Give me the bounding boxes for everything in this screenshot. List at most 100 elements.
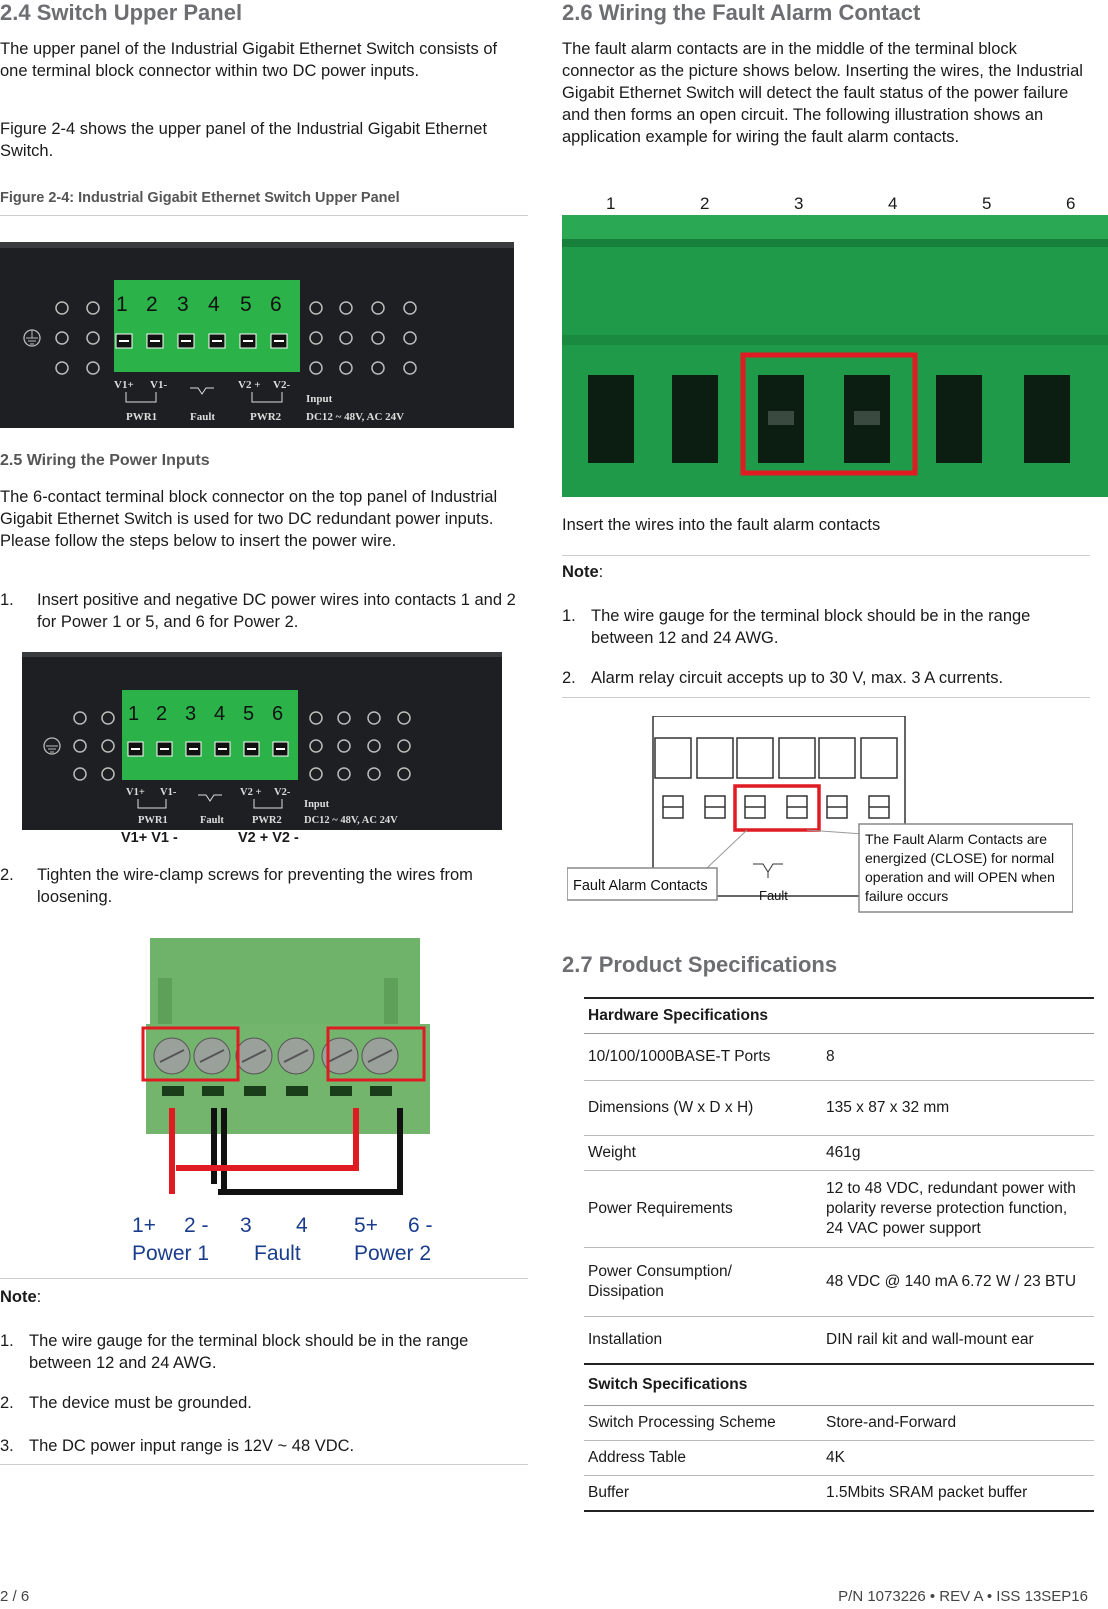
connector-label-1plus: 1+ bbox=[132, 1214, 156, 1237]
spec-row: 10/100/1000BASE-T Ports 8 bbox=[584, 1034, 1094, 1081]
connector-wiring-figure: 1+ 2 - 3 4 5+ 6 - Power 1 Fault Power 2 bbox=[132, 938, 433, 1265]
spec-value: Store-and-Forward bbox=[826, 1414, 957, 1431]
divider bbox=[562, 555, 1090, 556]
section-2-5-paragraph: The 6-contact terminal block connector o… bbox=[0, 488, 498, 550]
fault-symbol-icon bbox=[753, 863, 783, 878]
section-2-4-paragraph-1: The upper panel of the Industrial Gigabi… bbox=[0, 40, 498, 80]
step-2-number: 2. bbox=[0, 866, 14, 884]
spec-value: 135 x 87 x 32 mm bbox=[826, 1099, 950, 1116]
callout-line: operation and will OPEN when bbox=[865, 869, 1055, 885]
divider bbox=[562, 697, 1090, 698]
part-number: P/N 1073226 • REV A • ISS 13SEP16 bbox=[838, 1588, 1088, 1605]
power-wiring-panel-figure: 1 2 3 4 5 6 V1+ V1- V2 + V2- PWR1 Fault … bbox=[22, 652, 502, 830]
sw-spec-header: Switch Specifications bbox=[584, 1363, 1094, 1406]
fault-alarm-contacts-label: Fault Alarm Contacts bbox=[573, 878, 708, 894]
panel-label-input: Input bbox=[306, 393, 333, 405]
page-number: 2 / 6 bbox=[0, 1588, 30, 1605]
panel-label-fault: Fault bbox=[190, 411, 215, 423]
spec-row: Switch Processing Scheme Store-and-Forwar… bbox=[584, 1406, 1094, 1441]
section-2-6-paragraph: The fault alarm contacts are in the midd… bbox=[562, 40, 1083, 146]
spec-row: Power Consumption/ Dissipation 48 VDC @ 1… bbox=[584, 1248, 1094, 1317]
connector-label-5plus: 5+ bbox=[354, 1214, 378, 1237]
spec-key: Switch Processing Scheme bbox=[588, 1414, 776, 1431]
step-1-text: Insert positive and negative DC power wi… bbox=[37, 591, 516, 631]
panel-label-input-range: DC12 ~ 48V, AC 24V bbox=[306, 411, 404, 423]
divider bbox=[0, 1278, 528, 1279]
right-note-label: Note bbox=[562, 563, 599, 581]
connector-label-fault: Fault bbox=[254, 1242, 301, 1265]
fault-label: Fault bbox=[759, 888, 788, 903]
connector-label-power1: Power 1 bbox=[132, 1242, 209, 1265]
note-text: Alarm relay circuit accepts up to 30 V, … bbox=[591, 669, 1004, 687]
panel-label-pwr1: PWR1 bbox=[126, 411, 157, 423]
panel-label-v2minus: V2- bbox=[274, 787, 291, 798]
panel-digit: 3 bbox=[185, 703, 196, 725]
panel-digit: 4 bbox=[208, 293, 220, 316]
ground-icon bbox=[43, 737, 61, 755]
panel-digit: 5 bbox=[240, 293, 252, 316]
note-text: The DC power input range is 12V ~ 48 VDC… bbox=[29, 1437, 355, 1455]
hw-spec-header: Hardware Specifications bbox=[584, 999, 1094, 1034]
panel-label-pwr1: PWR1 bbox=[138, 815, 168, 826]
spec-key: Weight bbox=[588, 1144, 636, 1161]
panel-digit: 6 bbox=[272, 703, 283, 725]
section-2-6-title: 2.6 Wiring the Fault Alarm Contact bbox=[562, 0, 921, 25]
panel-2-label-v2: V2 + V2 - bbox=[238, 830, 299, 846]
spec-value: 12 to 48 VDC, redundant power with polar… bbox=[826, 1180, 1076, 1237]
note-number: 1. bbox=[562, 607, 576, 625]
callout-line: The Fault Alarm Contacts are bbox=[865, 831, 1047, 847]
note-number: 2. bbox=[562, 669, 576, 687]
panel-label-v1plus: V1+ bbox=[126, 787, 145, 798]
photo-caption: Insert the wires into the fault alarm co… bbox=[562, 516, 881, 534]
spec-value: 8 bbox=[826, 1048, 835, 1065]
panel-digit: 5 bbox=[243, 703, 254, 725]
panel-digit: 4 bbox=[214, 703, 225, 725]
spec-key: Power Consumption/ Dissipation bbox=[588, 1263, 732, 1300]
section-2-4-title: 2.4 Switch Upper Panel bbox=[0, 0, 243, 25]
left-note-label: Note bbox=[0, 1288, 37, 1306]
connector-label-3: 3 bbox=[240, 1214, 252, 1237]
callout-line: energized (CLOSE) for normal bbox=[865, 850, 1054, 866]
panel-label-v1plus: V1+ bbox=[114, 379, 134, 391]
contact-number: 3 bbox=[794, 194, 804, 213]
figure-2-4-caption: Figure 2-4: Industrial Gigabit Ethernet … bbox=[0, 190, 400, 206]
note-number: 1. bbox=[0, 1332, 14, 1350]
section-2-4-paragraph-2: Figure 2-4 shows the upper panel of the … bbox=[0, 120, 488, 160]
right-note-heading: Note: bbox=[562, 563, 604, 581]
callout-line: failure occurs bbox=[865, 888, 948, 904]
spec-row: Weight 461g bbox=[584, 1136, 1094, 1171]
connector-label-power2: Power 2 bbox=[354, 1242, 431, 1265]
spec-value: 461g bbox=[826, 1144, 861, 1161]
note-number: 2. bbox=[0, 1394, 14, 1412]
note-text: The wire gauge for the terminal block sh… bbox=[591, 607, 1031, 647]
panel-digit: 2 bbox=[146, 293, 158, 316]
panel-label-pwr2: PWR2 bbox=[250, 411, 282, 423]
spec-value: DIN rail kit and wall-mount ear bbox=[826, 1331, 1034, 1348]
connector-label-4: 4 bbox=[296, 1214, 308, 1237]
section-2-7-title: 2.7 Product Specifications bbox=[562, 952, 838, 977]
panel-label-input-range: DC12 ~ 48V, AC 24V bbox=[304, 815, 398, 826]
ground-icon bbox=[23, 329, 41, 347]
panel-label-input: Input bbox=[304, 799, 330, 810]
connector-label-6minus: 6 - bbox=[408, 1214, 433, 1237]
panel-digit: 2 bbox=[156, 703, 167, 725]
panel-label-pwr2: PWR2 bbox=[252, 815, 282, 826]
spec-key: Power Requirements bbox=[588, 1200, 733, 1217]
left-note-heading: Note: bbox=[0, 1288, 42, 1306]
spec-key: 10/100/1000BASE-T Ports bbox=[588, 1048, 771, 1065]
panel-label-v1minus: V1- bbox=[150, 379, 167, 391]
spec-value: 48 VDC @ 140 mA 6.72 W / 23 BTU bbox=[826, 1273, 1077, 1290]
contact-number: 6 bbox=[1066, 194, 1076, 213]
panel-digit: 1 bbox=[116, 293, 128, 316]
panel-label-v1minus: V1- bbox=[160, 787, 177, 798]
contact-number: 1 bbox=[606, 194, 616, 213]
panel-digit: 6 bbox=[270, 293, 282, 316]
panel-digit: 1 bbox=[128, 703, 139, 725]
spec-table: Hardware Specifications 10/100/1000BASE-… bbox=[584, 997, 1094, 1512]
spec-key: Address Table bbox=[588, 1449, 686, 1466]
spec-row: Dimensions (W x D x H)135 x 87 x 32 mm bbox=[584, 1081, 1094, 1136]
panel-2-label-v1: V1+ V1 - bbox=[121, 830, 178, 846]
